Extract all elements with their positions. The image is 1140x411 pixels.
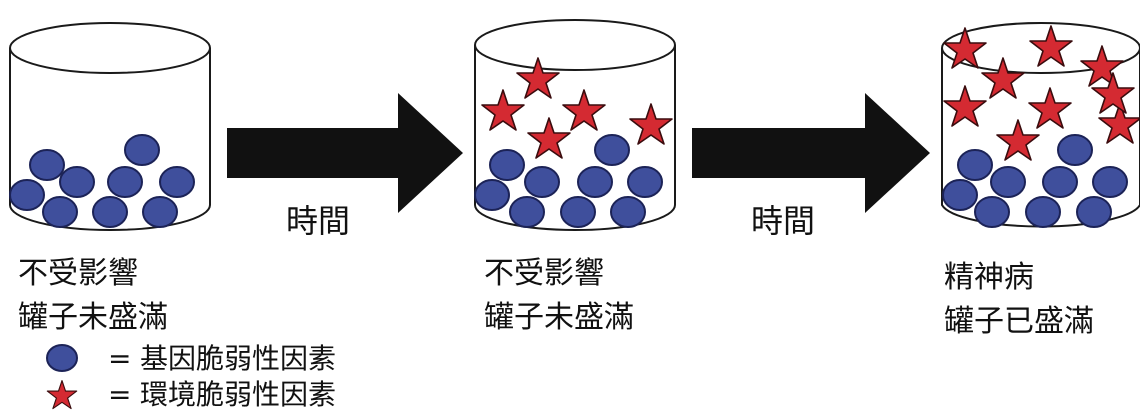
blue-circle-icon (46, 344, 78, 372)
genetic-factor-icon (509, 196, 545, 228)
genetic-factor-icon (942, 179, 978, 211)
genetic-factor-icon (9, 179, 45, 211)
caption-line-1: 不受影響 (18, 256, 138, 291)
legend-label: 環境脆弱性因素 (140, 378, 336, 411)
time-arrow-2: 時間 (692, 93, 930, 240)
environmental-factors (481, 57, 673, 159)
genetic-factor-icon (990, 166, 1026, 198)
caption-line-2: 罐子已盛滿 (944, 304, 1094, 339)
caption-line-2: 罐子未盛滿 (484, 300, 634, 335)
time-arrow-1: 時間 (227, 93, 463, 240)
genetic-factor-icon (974, 196, 1010, 228)
legend-equals: = (108, 342, 131, 375)
genetic-factor-icon (29, 149, 65, 181)
arrow-shape (692, 93, 930, 213)
legend-genetic: = 基因脆弱性因素 (46, 342, 336, 375)
genetic-factor-icon (1025, 196, 1061, 228)
caption-line-1: 不受影響 (484, 256, 604, 291)
genetic-factor-icon (1042, 166, 1078, 198)
genetic-factor-icon (489, 149, 525, 181)
jar-rim (9, 22, 211, 74)
jar-stage-1 (9, 22, 211, 231)
caption-line-2: 罐子未盛滿 (18, 300, 168, 335)
genetic-factor-icon (107, 166, 143, 198)
caption-stage-2: 不受影響 罐子未盛滿 (484, 256, 634, 335)
environmental-factor-icon (1098, 102, 1140, 144)
environmental-factor-icon (527, 117, 571, 159)
genetic-factor-icon (594, 134, 630, 166)
genetic-factor-icon (1057, 134, 1093, 166)
genetic-factor-icon (1092, 166, 1128, 198)
legend-equals: = (108, 378, 131, 411)
environmental-factor-icon (996, 119, 1040, 161)
genetic-factor-icon (957, 149, 993, 181)
environmental-factor-icon (516, 57, 560, 99)
environmental-factor-icon (1091, 72, 1135, 114)
legend: = 基因脆弱性因素 = 環境脆弱性因素 (46, 342, 336, 411)
genetic-factor-icon (59, 166, 95, 198)
genetic-factors (474, 134, 663, 228)
genetic-factor-icon (159, 166, 195, 198)
genetic-factor-icon (1076, 196, 1112, 228)
genetic-factor-icon (92, 196, 128, 228)
environmental-factor-icon (943, 27, 987, 69)
genetic-factor-icon (627, 166, 663, 198)
environmental-factor-icon (1028, 87, 1072, 129)
genetic-factor-icon (577, 166, 613, 198)
legend-label: 基因脆弱性因素 (140, 342, 336, 375)
environmental-factor-icon (562, 89, 606, 131)
caption-stage-3: 精神病 罐子已盛滿 (944, 260, 1094, 339)
environmental-factors (943, 25, 1140, 161)
genetic-factor-icon (610, 196, 646, 228)
genetic-factors (942, 134, 1128, 228)
environmental-factor-icon (1080, 45, 1124, 87)
caption-stage-1: 不受影響 罐子未盛滿 (18, 256, 168, 335)
genetic-factor-icon (42, 196, 78, 228)
genetic-factor-icon (124, 134, 160, 166)
arrow-shape (227, 93, 463, 213)
environmental-factor-icon (981, 57, 1025, 99)
caption-line-1: 精神病 (944, 260, 1034, 295)
red-star-icon (46, 380, 78, 410)
genetic-factors (9, 134, 195, 228)
jar-stage-3 (941, 22, 1140, 228)
arrow-label: 時間 (286, 202, 350, 240)
environmental-factor-icon (1029, 25, 1073, 67)
genetic-factor-icon (560, 196, 596, 228)
genetic-factor-icon (142, 196, 178, 228)
genetic-factor-icon (524, 166, 560, 198)
jar-stage-2 (474, 19, 676, 231)
environmental-factor-icon (629, 103, 673, 145)
legend-environmental: = 環境脆弱性因素 (46, 378, 336, 411)
environmental-factor-icon (481, 89, 525, 131)
genetic-factor-icon (474, 179, 510, 211)
environmental-factor-icon (943, 85, 987, 127)
jar-rim (474, 19, 676, 71)
arrow-label: 時間 (751, 202, 815, 240)
